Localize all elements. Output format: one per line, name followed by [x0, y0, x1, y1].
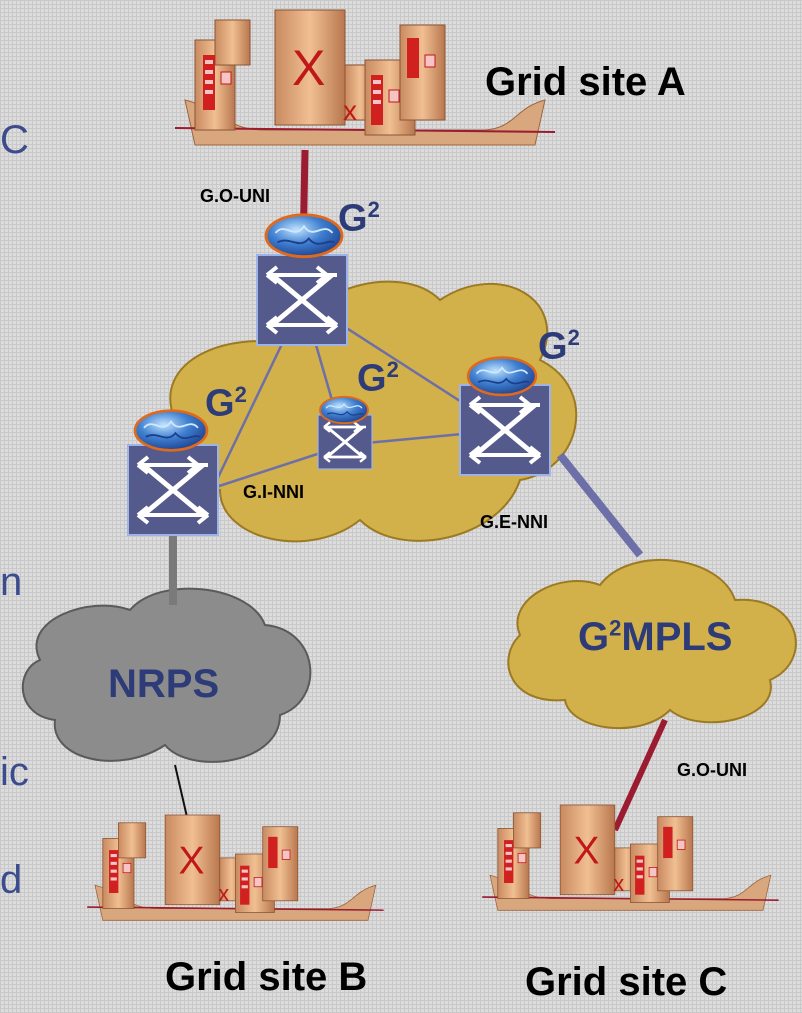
link-enni: [556, 452, 644, 558]
g2-label-center: G2: [357, 357, 399, 400]
link-g2mpls-site-c: [612, 718, 668, 832]
interface-label-inni: G.I-NNI: [243, 482, 304, 502]
switch-right: [460, 385, 550, 475]
g2mpls-cloud: [507, 558, 797, 730]
edge-text-fragment: ic: [0, 750, 29, 794]
grid-site-b-cluster: [86, 814, 385, 922]
brain-icon: [133, 409, 209, 452]
edge-text-fragment: n: [0, 560, 23, 604]
grid-site-c-label: Grid site C: [525, 960, 728, 1004]
nrps-cloud: [21, 587, 312, 763]
brain-icon: [466, 356, 538, 397]
grid-site-c-cluster: [481, 804, 780, 912]
edge-text-fragment: C: [0, 118, 29, 162]
interface-label-ouni-a: G.O-UNI: [200, 186, 270, 206]
edge-text-fragment: d: [0, 858, 23, 902]
g2-label-right: G2: [538, 325, 580, 368]
brain-icon: [264, 213, 344, 259]
interface-label-ouni-c: G.O-UNI: [677, 760, 747, 780]
nrps-label: NRPS: [108, 662, 220, 706]
grid-site-b-label: Grid site B: [165, 955, 368, 999]
g2mpls-label: G2MPLS: [578, 615, 733, 659]
grid-site-a-label: Grid site A: [485, 60, 686, 104]
brain-icon: [319, 395, 369, 425]
g2-label-top: G2: [338, 197, 380, 240]
switch-left: [128, 445, 218, 535]
switch-top: [257, 255, 347, 345]
g2-label-left: G2: [205, 382, 247, 425]
interface-label-enni: G.E-NNI: [480, 512, 549, 532]
